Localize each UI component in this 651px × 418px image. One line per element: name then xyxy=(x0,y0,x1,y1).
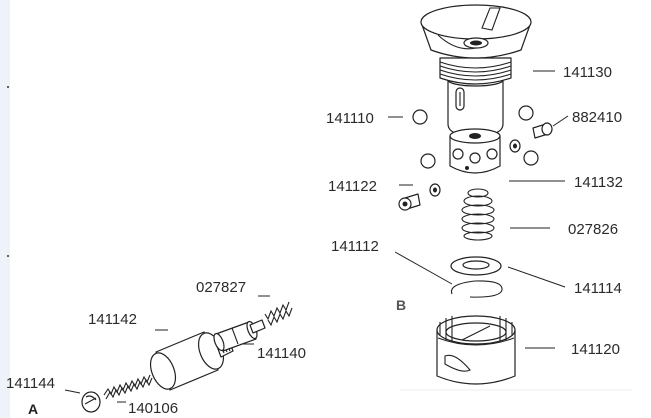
left-sidebar-strip xyxy=(0,0,10,418)
part-141130-cap xyxy=(420,4,532,137)
sidebar-marker-top xyxy=(7,86,9,88)
part-027826-spring xyxy=(461,188,495,241)
part-141110-balls xyxy=(412,105,539,169)
part-141112-snap-ring xyxy=(450,280,503,298)
label-141114: 141114 xyxy=(574,280,622,297)
label-141144: 141144 xyxy=(6,375,55,392)
leader-lines-b xyxy=(388,70,569,349)
sidebar-marker-bottom xyxy=(7,255,9,257)
part-141120-knurled-nut xyxy=(436,315,516,385)
part-882410-screw xyxy=(509,122,553,153)
part-027827-spring xyxy=(264,301,293,327)
section-label-b: B xyxy=(396,297,406,313)
label-141112: 141112 xyxy=(331,238,379,255)
label-141110: 141110 xyxy=(326,110,374,127)
label-882410: 882410 xyxy=(572,109,622,126)
part-141140-pin xyxy=(213,319,266,352)
section-label-a: A xyxy=(28,401,38,417)
part-141114-washer xyxy=(450,256,502,276)
label-141122: 141122 xyxy=(328,178,377,195)
label-027826: 027826 xyxy=(568,221,618,238)
label-141140: 141140 xyxy=(257,345,306,362)
part-141144-cap xyxy=(81,391,101,413)
part-140106-spring xyxy=(103,374,153,400)
part-141132-cage xyxy=(449,128,501,174)
label-027827: 027827 xyxy=(196,279,246,296)
label-141132: 141132 xyxy=(574,174,623,191)
label-141120: 141120 xyxy=(571,341,620,358)
part-141122-screws xyxy=(398,183,441,211)
leader-lines-a xyxy=(64,295,270,403)
label-140106: 140106 xyxy=(128,400,178,417)
label-141142: 141142 xyxy=(88,311,137,328)
label-141130: 141130 xyxy=(563,64,612,81)
